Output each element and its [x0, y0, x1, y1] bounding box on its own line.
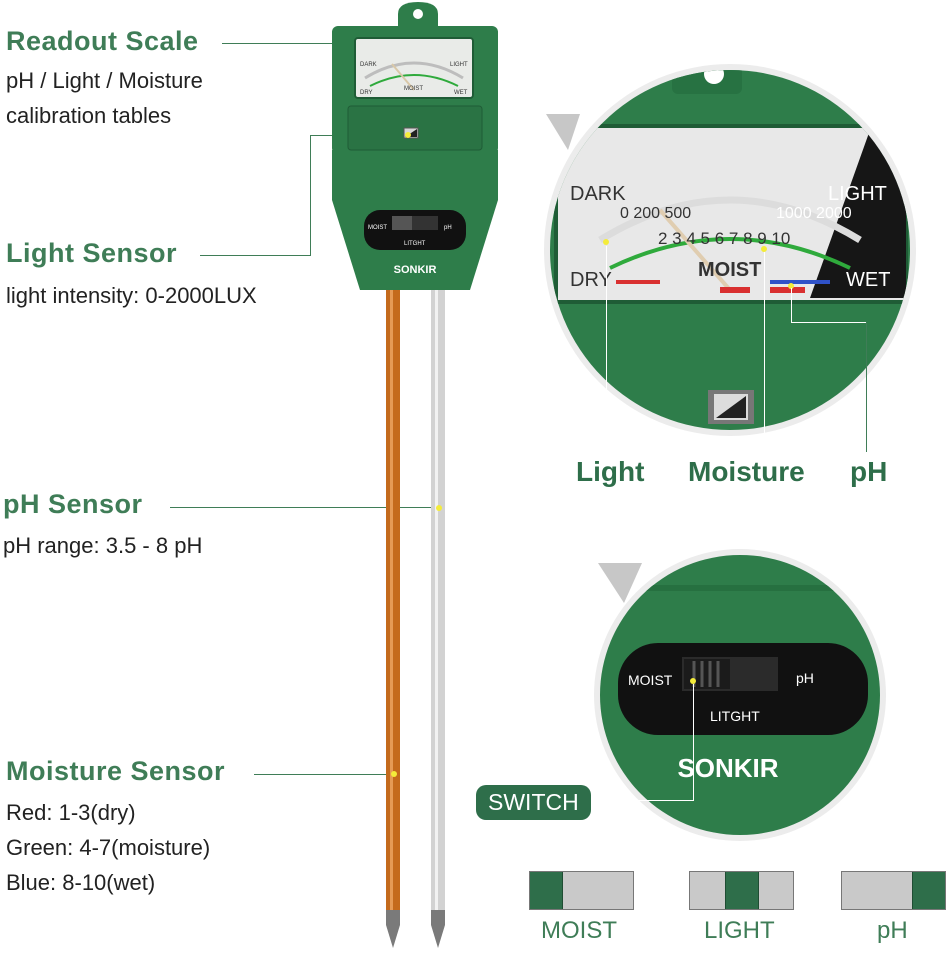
svg-text:WET: WET: [454, 90, 468, 96]
readout-scale-title: Readout Scale: [6, 26, 199, 56]
gauge-zoom-circle: DARK LIGHT DRY WET MOIST 0 200 500 1000 …: [544, 64, 916, 436]
moisture-sensor-title: Moisture Sensor: [6, 756, 226, 786]
ph-sensor-title: pH Sensor: [3, 489, 143, 519]
svg-text:DARK: DARK: [570, 183, 626, 205]
switch-position-ph-label: pH: [877, 917, 908, 944]
svg-text:2 3 4 5 6 7 8 9 10: 2 3 4 5 6 7 8 9 10: [658, 229, 790, 248]
gauge-label-moisture: Moisture: [688, 456, 805, 487]
gauge-label-light: Light: [576, 456, 645, 487]
ph-leader-line-a: [791, 288, 792, 322]
ph-sensor-desc: pH range: 3.5 - 8 pH: [3, 533, 203, 558]
svg-text:MOIST: MOIST: [628, 672, 673, 688]
ph-leader-line-b: [791, 322, 866, 323]
light-sensor-dot: [405, 132, 411, 138]
soil-meter-device: DARK LIGHT DRY WET MOIST MOIST pH LITGHT…: [332, 2, 498, 948]
svg-text:LIGHT: LIGHT: [450, 62, 468, 68]
moisture-red-line: Red: 1-3(dry): [6, 800, 136, 825]
svg-text:DARK: DARK: [360, 62, 377, 68]
switch-label: SWITCH: [476, 785, 591, 820]
svg-text:MOIST: MOIST: [404, 86, 423, 92]
svg-text:MOIST: MOIST: [368, 225, 387, 231]
switch-position-light-label: LIGHT: [704, 917, 775, 944]
light-needle-dot: [603, 239, 609, 245]
moisture-leader-line: [764, 252, 765, 454]
switch-diagram-light: [689, 871, 794, 910]
light-sensor-desc: light intensity: 0-2000LUX: [6, 283, 257, 308]
switch-diagram-ph: [841, 871, 946, 910]
gauge-window: [354, 37, 474, 99]
switch-diagram-moist: [529, 871, 634, 910]
svg-text:0 200 500: 0 200 500: [620, 205, 691, 222]
svg-text:MOIST: MOIST: [698, 259, 761, 281]
svg-text:1000 2000: 1000 2000: [776, 205, 852, 222]
svg-text:DRY: DRY: [570, 269, 612, 291]
svg-text:LIGHT: LIGHT: [828, 183, 887, 205]
switch-leader-line: [693, 684, 694, 800]
light-callout-vertical: [310, 135, 311, 256]
ph-sensor-dot: [436, 505, 442, 511]
gauge-label-ph: pH: [850, 456, 888, 487]
svg-text:WET: WET: [846, 269, 890, 291]
moisture-sensor-dot: [391, 771, 397, 777]
switch-zoom-circle: MOIST pH LITGHT SONKIR: [594, 549, 886, 841]
switch-dot: [690, 678, 696, 684]
brand-logo-small: SONKIR: [394, 264, 437, 276]
light-sensor-title: Light Sensor: [6, 238, 178, 268]
copper-probe-tip: [386, 910, 400, 948]
moisture-callout-line: [254, 774, 394, 775]
ph-needle-dot: [788, 283, 794, 289]
ph-callout-line: [170, 507, 438, 508]
moisture-needle-dot: [761, 246, 767, 252]
svg-text:pH: pH: [796, 670, 814, 686]
svg-text:pH: pH: [444, 225, 452, 231]
svg-text:LITGHT: LITGHT: [710, 708, 760, 724]
svg-text:DRY: DRY: [360, 90, 373, 96]
moisture-blue-line: Blue: 8-10(wet): [6, 870, 156, 895]
svg-text:SONKIR: SONKIR: [677, 753, 778, 783]
readout-callout-line: [222, 43, 412, 44]
switch-leader-horizontal: [596, 800, 694, 801]
switch-position-moist-label: MOIST: [541, 917, 617, 944]
hanger-hole: [413, 9, 423, 19]
silver-probe-tip: [431, 910, 445, 948]
light-callout-line: [200, 255, 310, 256]
svg-text:LITGHT: LITGHT: [404, 241, 426, 247]
moisture-green-line: Green: 4-7(moisture): [6, 835, 211, 860]
light-leader-line: [606, 246, 607, 458]
readout-scale-desc-2: calibration tables: [6, 103, 172, 128]
ph-leader-line-c: [866, 322, 867, 452]
readout-scale-desc-1: pH / Light / Moisture: [6, 68, 203, 93]
